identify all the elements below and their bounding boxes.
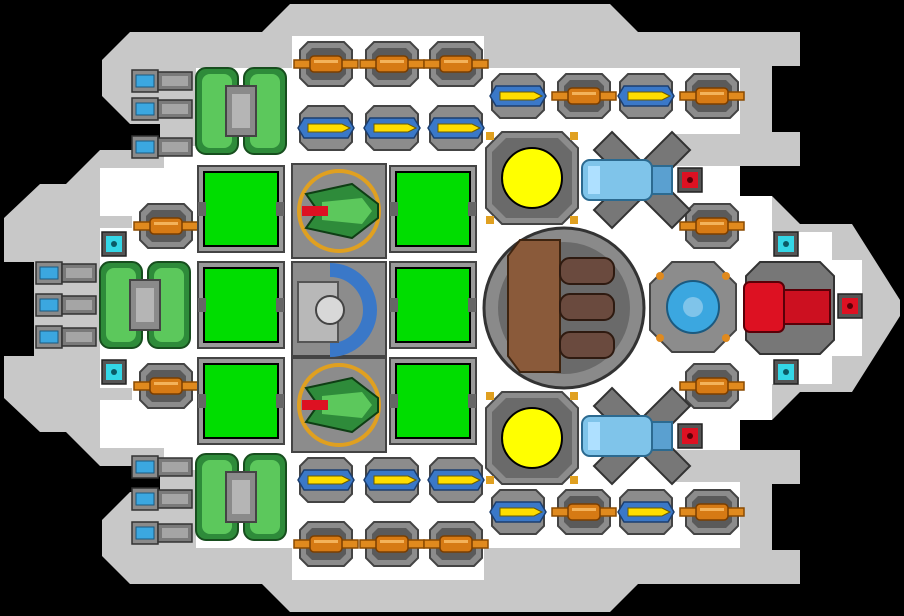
cannon-row-top: [293, 41, 489, 87]
power-core-top: [485, 131, 579, 225]
thruster-block-mid: [35, 261, 97, 349]
gyroscope: [649, 261, 737, 353]
fighter-bay-top: [290, 162, 388, 260]
missile-row-top: [297, 105, 485, 151]
fighter-bay-bottom: [290, 356, 388, 454]
thruster-block-bottom: [131, 455, 193, 545]
cannon-row-bottom: [293, 521, 489, 567]
missile-row-bottom: [297, 457, 485, 503]
shield-generator: [291, 261, 387, 357]
heavy-laser: [743, 261, 835, 355]
thruster-block-top: [131, 69, 193, 159]
main-reactor: [482, 226, 646, 390]
power-core-bottom: [485, 391, 579, 485]
